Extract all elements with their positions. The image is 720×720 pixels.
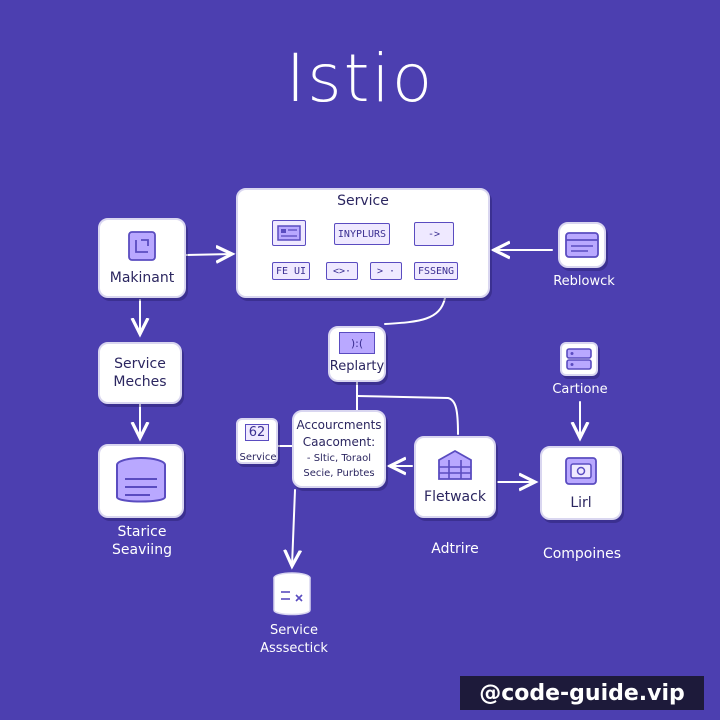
- grid-icon: [277, 225, 301, 241]
- small-service-badge: 62: [244, 424, 270, 441]
- small-service-node[interactable]: 62: [236, 418, 278, 464]
- reblowck-icon-box[interactable]: [558, 222, 606, 268]
- fence-icon: [438, 449, 472, 480]
- service-main-label: Service: [337, 193, 389, 209]
- component-icon: [128, 231, 156, 261]
- service-chip-inyplurs: INYPLURS: [334, 223, 390, 245]
- makinant-label: Makinant: [109, 270, 175, 286]
- makinant-node[interactable]: Makinant: [98, 218, 186, 298]
- accourcments-line2: Caacoment:: [302, 435, 376, 449]
- device-icon: [565, 457, 597, 485]
- edge-accourc-asssectick: [292, 489, 295, 566]
- cartione-label: Cartione: [552, 382, 608, 397]
- starice-label: Starice Seaviing: [92, 523, 192, 559]
- service-meches-line1: Service: [114, 356, 166, 372]
- server-icon: [566, 348, 592, 370]
- diagram-title: Istio: [285, 40, 435, 117]
- service-meches-node[interactable]: Service Meches: [98, 342, 182, 404]
- edge-replarty-fletwack: [356, 395, 459, 435]
- asssectick-label: Service Asssectick: [246, 622, 342, 658]
- edge-makinant-service: [185, 254, 232, 255]
- replarty-chip: ):(: [339, 332, 375, 354]
- cartione-icon-box[interactable]: [560, 342, 598, 376]
- database-icon: [116, 457, 166, 503]
- lirl-label: Lirl: [570, 495, 592, 511]
- reblowck-label: Reblowck: [553, 274, 615, 289]
- service-chip-prompt: > ·: [370, 262, 402, 280]
- replarty-node[interactable]: ):( Replarty: [328, 326, 386, 382]
- accourcments-node[interactable]: Accourcments Caacoment: - Sltic, Toraol …: [292, 410, 386, 488]
- edge-service-replarty: [384, 297, 446, 325]
- service-chip-arrow: ->: [414, 222, 454, 246]
- service-chip-code: <>·: [326, 262, 358, 280]
- watermark: @code-guide.vip: [460, 676, 704, 710]
- adtrire-label: Adtrire: [431, 541, 479, 557]
- accourcments-line1: Accourcments: [296, 418, 382, 432]
- cylinder-icon: [273, 572, 311, 616]
- replarty-label: Replarty: [329, 359, 385, 374]
- fletwack-label: Fletwack: [424, 489, 486, 505]
- service-chip-feui: FE UI: [272, 262, 310, 280]
- small-service-label: Service: [239, 452, 277, 463]
- starice-icon-box[interactable]: [98, 444, 184, 518]
- service-meches-line2: Meches: [113, 374, 167, 390]
- asssectick-line2: Asssectick: [260, 641, 328, 656]
- lirl-node[interactable]: Lirl: [540, 446, 622, 520]
- starice-line1: Starice: [117, 524, 167, 540]
- starice-line2: Seaviing: [112, 542, 172, 558]
- accourcments-line4: Secie, Purbtes: [303, 468, 375, 479]
- asssectick-line1: Service: [269, 623, 319, 638]
- fletwack-node[interactable]: Fletwack: [414, 436, 496, 518]
- window-icon: [565, 232, 599, 258]
- accourcments-line3: - Sltic, Toraol: [306, 453, 372, 464]
- service-chip-icon: [272, 220, 306, 246]
- service-chip-fsseng: FSSENG: [414, 262, 458, 280]
- compoines-label: Compoines: [542, 546, 622, 562]
- asssectick-icon[interactable]: [270, 570, 314, 618]
